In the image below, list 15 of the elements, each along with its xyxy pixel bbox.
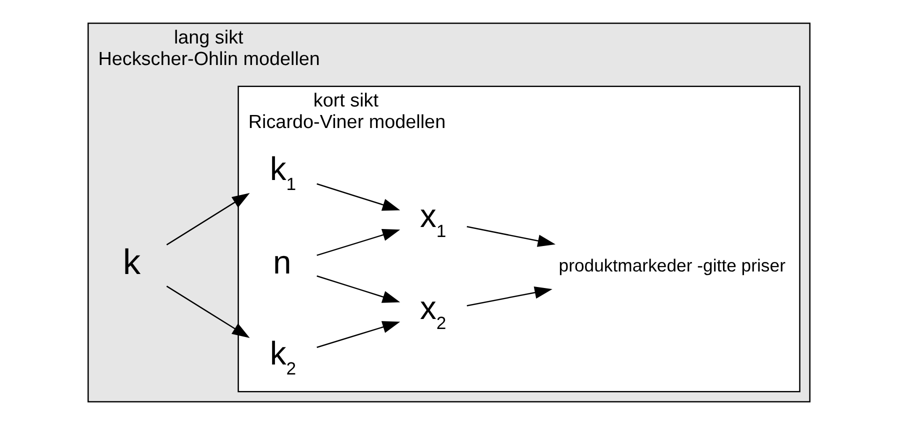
node-text: x$_{1}$	[420, 196, 446, 241]
arrow	[316, 228, 400, 256]
arrow	[316, 275, 400, 303]
arrow	[166, 286, 250, 338]
node-text: produktmarkeder -gitte priser	[558, 255, 786, 276]
node-text: x$_{2}$	[420, 288, 446, 333]
node-text: n	[272, 243, 292, 280]
arrow	[166, 192, 250, 246]
arrow	[316, 183, 400, 211]
arrow	[466, 286, 552, 306]
node-text: k	[122, 243, 140, 282]
node-text: k$_{2}$	[270, 334, 296, 378]
node-text: k$_{1}$	[270, 150, 296, 194]
arrow	[316, 321, 400, 348]
arrow	[466, 226, 556, 247]
